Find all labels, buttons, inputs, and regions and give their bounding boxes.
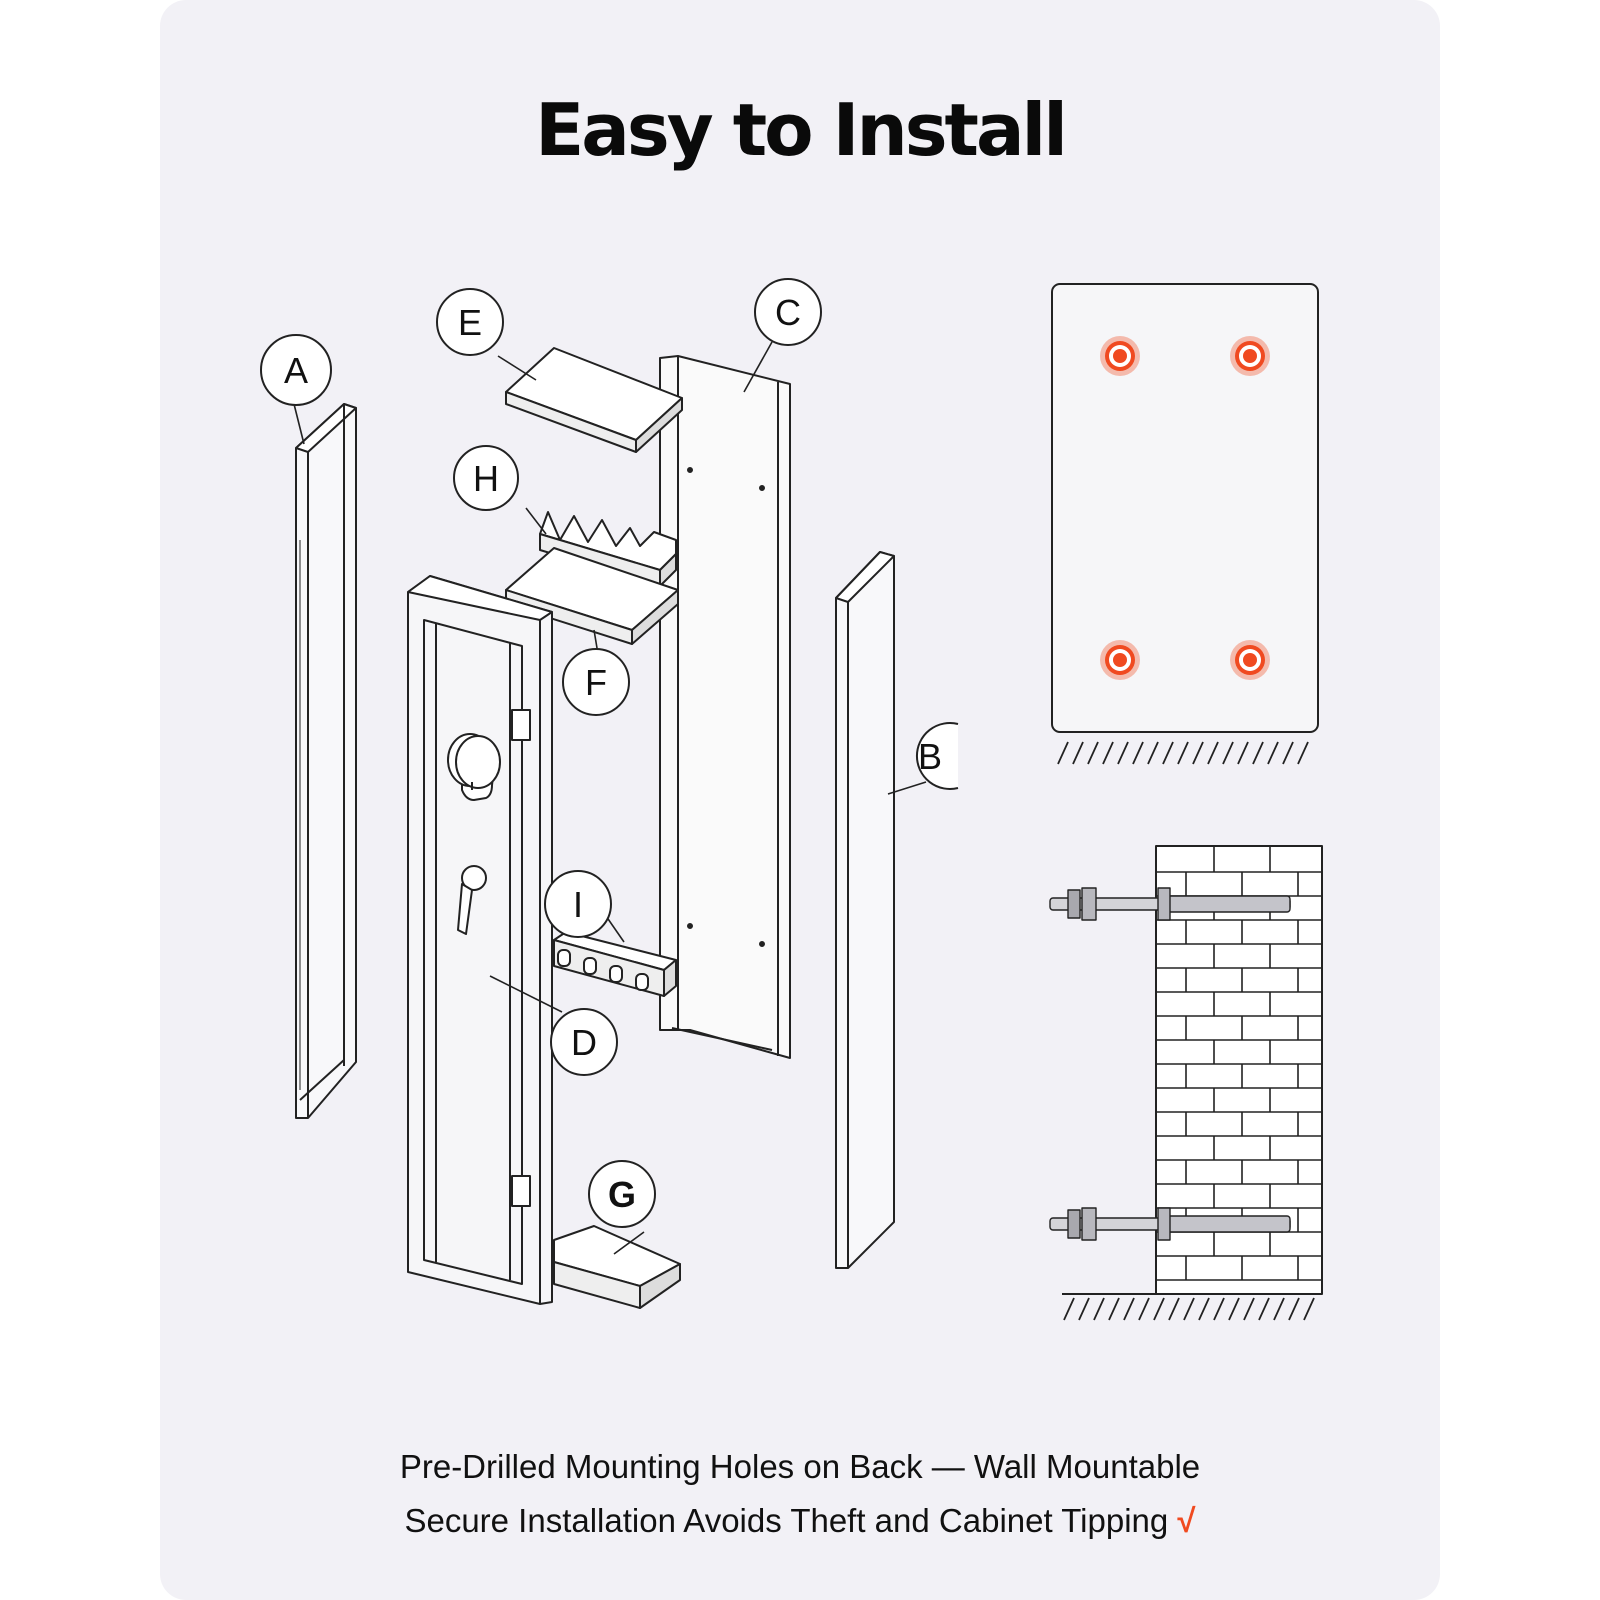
mounting-hole-icon [1100, 640, 1140, 680]
panel-b [835, 551, 895, 1269]
hinge-top [511, 709, 531, 741]
floor-hatch-top [1057, 741, 1309, 765]
label-circle-a [260, 334, 332, 406]
shelf-f [505, 547, 679, 645]
label-a: A [284, 350, 308, 391]
label-circle-f [562, 648, 630, 716]
label-circle-g [588, 1160, 656, 1228]
label-b: B [918, 736, 942, 777]
label-c: C [775, 292, 801, 333]
floor-hatch-bottom [1063, 1297, 1315, 1321]
panel-a [295, 403, 357, 1119]
shelf-e [505, 347, 683, 453]
part-label-circles [260, 278, 959, 1228]
caption-line-2-text: Secure Installation Avoids Theft and Cab… [404, 1502, 1169, 1539]
label-d: D [571, 1022, 597, 1063]
content-card [160, 0, 1440, 1600]
mounting-hole-icon [1230, 640, 1270, 680]
hinge-bottom [511, 1175, 531, 1207]
check-mark-icon: √ [1177, 1502, 1196, 1539]
mounting-hole-icon [1100, 336, 1140, 376]
base-g [553, 1225, 681, 1309]
caption-line-2: Secure Installation Avoids Theft and Cab… [0, 1502, 1600, 1540]
door-handle [457, 865, 487, 935]
label-circle-d [550, 1008, 618, 1076]
label-e: E [458, 302, 482, 343]
brick-pattern [1156, 846, 1322, 1281]
anchor-bolt-icon [1049, 1207, 1291, 1241]
back-view-panel [1051, 283, 1319, 765]
keypad-lock [447, 733, 501, 801]
label-circle-b [915, 722, 959, 790]
label-circle-h [453, 445, 519, 511]
label-g: G [608, 1174, 636, 1215]
mounting-hole-icon [1230, 336, 1270, 376]
label-f: F [585, 662, 607, 703]
mounting-holes [1100, 336, 1270, 680]
door-d [407, 575, 553, 1305]
caption-line-1: Pre-Drilled Mounting Holes on Back — Wal… [399, 1448, 1201, 1485]
anchor-bolt-icon [1049, 887, 1291, 921]
page-title: Easy to Install [535, 88, 1068, 172]
label-circle-e [436, 288, 504, 356]
leader-lines [293, 341, 927, 1255]
part-label-letters: A E C H F I D G B [284, 292, 942, 1215]
brick-wall-illustration [1049, 845, 1323, 1321]
label-i: I [573, 884, 583, 925]
label-circle-i [544, 870, 612, 938]
barrel-rest-i [553, 931, 677, 997]
label-circle-c [754, 278, 822, 346]
panel-c-back [659, 355, 791, 1059]
label-h: H [473, 458, 499, 499]
